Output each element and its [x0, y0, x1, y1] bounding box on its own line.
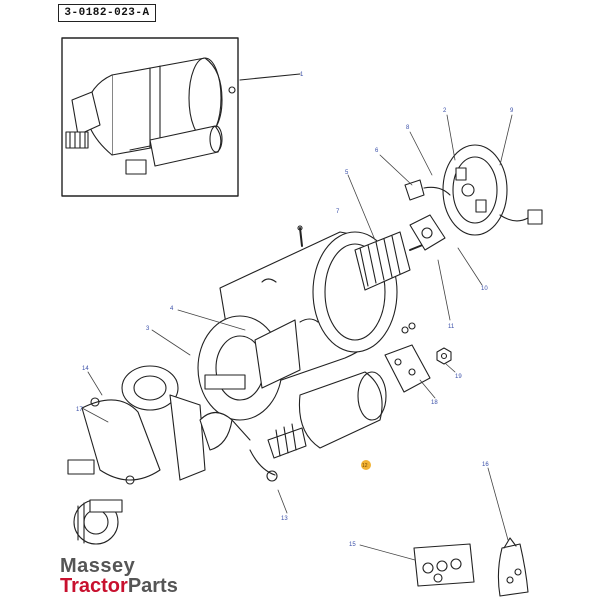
callout-7: 7	[336, 209, 340, 215]
leader-lines	[81, 114, 513, 561]
nut	[436, 347, 452, 365]
watermark-tractor: Tractor	[60, 575, 128, 597]
callout-18: 18	[431, 400, 438, 406]
callout-9: 9	[510, 108, 514, 114]
callout-11: 11	[448, 324, 455, 330]
callout-2: 2	[443, 108, 447, 114]
callout-5: 5	[345, 170, 349, 176]
callout-10: 10	[481, 286, 488, 292]
watermark-line1: Massey	[60, 555, 136, 577]
callout-3: 3	[146, 326, 150, 332]
parts-bag	[497, 537, 529, 597]
callout-13: 13	[281, 516, 288, 522]
brush-plate	[409, 214, 446, 251]
callout-14: 14	[82, 366, 89, 372]
end-bracket	[442, 144, 543, 236]
callout-12: 12	[362, 463, 368, 469]
inset-assembled-starter	[61, 37, 301, 197]
callout-17: 17	[76, 407, 83, 413]
callout-15: 15	[349, 542, 356, 548]
watermark-line2: TractorParts	[60, 576, 178, 596]
callout-4: 4	[170, 306, 174, 312]
callout-8: 8	[406, 125, 410, 131]
callout-1: 1	[300, 72, 304, 78]
callouts: 1 2 3 4 5 6 7 8 9 10 11 12 13 14 15 16 1…	[76, 72, 514, 548]
fixing-kit-card	[413, 543, 475, 587]
reference-code: 3-0182-023-A	[64, 7, 150, 19]
reference-code-box: 3-0182-023-A	[58, 4, 156, 22]
shift-lever	[199, 411, 251, 451]
callout-16: 16	[482, 462, 489, 468]
nose-housing	[67, 365, 206, 485]
drive-end-housing	[197, 315, 301, 421]
callout-6: 6	[375, 148, 379, 154]
solenoid	[249, 371, 387, 482]
terminal-bracket	[384, 322, 431, 393]
terminal-connector	[404, 179, 451, 201]
callout-12-highlight	[361, 460, 371, 470]
callout-19: 19	[455, 374, 462, 380]
watermark-parts: Parts	[127, 575, 178, 597]
drive-pinion	[73, 499, 123, 545]
armature	[354, 231, 436, 291]
